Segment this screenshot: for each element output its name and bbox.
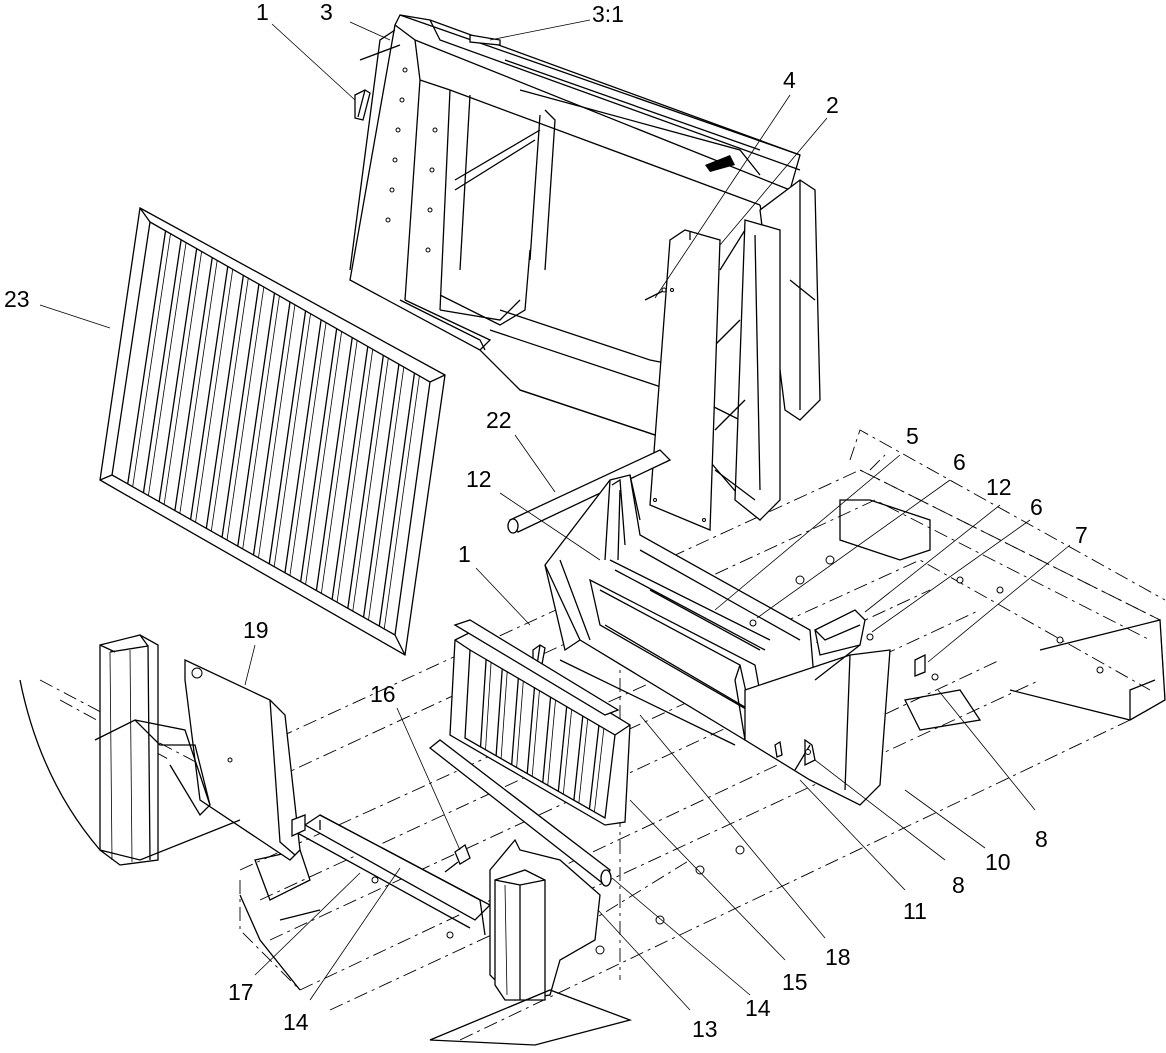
side-plate (184, 658, 301, 861)
callout-4: 4 (783, 67, 796, 93)
callout-3: 3 (320, 0, 333, 25)
callout-12-left: 12 (466, 466, 492, 492)
rod-part (507, 449, 672, 534)
side-panel (649, 229, 721, 531)
callout-19: 19 (243, 617, 269, 643)
block-part-upper (354, 89, 371, 121)
callout-18: 18 (825, 944, 851, 970)
callout-labels: 1 3 3:1 4 2 23 22 12 5 6 12 6 7 1 19 16 … (4, 0, 1088, 1042)
callout-13: 13 (692, 1016, 718, 1042)
base-frame (239, 499, 1166, 991)
callout-8-right: 8 (1035, 826, 1048, 852)
callout-17: 17 (228, 979, 254, 1005)
callout-2: 2 (826, 92, 839, 118)
callout-23: 23 (4, 286, 30, 312)
callout-1-upper: 1 (256, 0, 269, 25)
callout-14-left: 14 (283, 1009, 309, 1035)
small-grille (449, 619, 631, 826)
callout-8-lower: 8 (952, 872, 965, 898)
callout-14-right: 14 (745, 995, 771, 1021)
leader-lines (39, 19, 1071, 1011)
left-post (19, 634, 241, 866)
callout-6-lower: 6 (1030, 494, 1043, 520)
callout-10: 10 (985, 849, 1011, 875)
pin-part (644, 287, 667, 301)
callout-12-right: 12 (986, 474, 1012, 500)
angle-bar-right (428, 739, 612, 887)
callout-15: 15 (782, 969, 808, 995)
callout-7: 7 (1075, 522, 1088, 548)
front-post (429, 838, 633, 1046)
rail-assembly (291, 814, 492, 936)
callout-16: 16 (370, 681, 396, 707)
callout-3-1: 3:1 (592, 1, 624, 27)
callout-5: 5 (906, 423, 919, 449)
large-grille (99, 206, 446, 657)
callout-1-lower: 1 (458, 541, 471, 567)
callout-11: 11 (903, 898, 927, 924)
callout-22: 22 (486, 407, 512, 433)
callout-6-upper: 6 (953, 449, 966, 475)
center-frame-assembly (544, 474, 939, 806)
